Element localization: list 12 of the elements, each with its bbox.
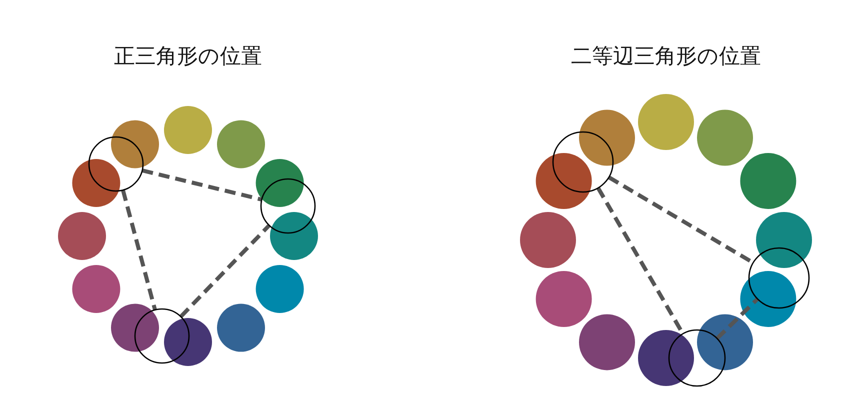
dashed-line xyxy=(716,298,759,340)
highlight-ring xyxy=(88,136,144,192)
panel-title: 正三角形の位置 xyxy=(114,43,262,70)
panel-title: 二等辺三角形の位置 xyxy=(571,43,761,70)
highlight-ring xyxy=(260,178,316,234)
highlight-ring xyxy=(668,329,726,387)
highlight-ring xyxy=(748,247,810,309)
highlight-ring xyxy=(552,131,614,193)
dashed-line xyxy=(121,190,157,310)
highlight-ring xyxy=(134,308,190,364)
dashed-line xyxy=(179,224,271,318)
dashed-line xyxy=(142,168,262,202)
